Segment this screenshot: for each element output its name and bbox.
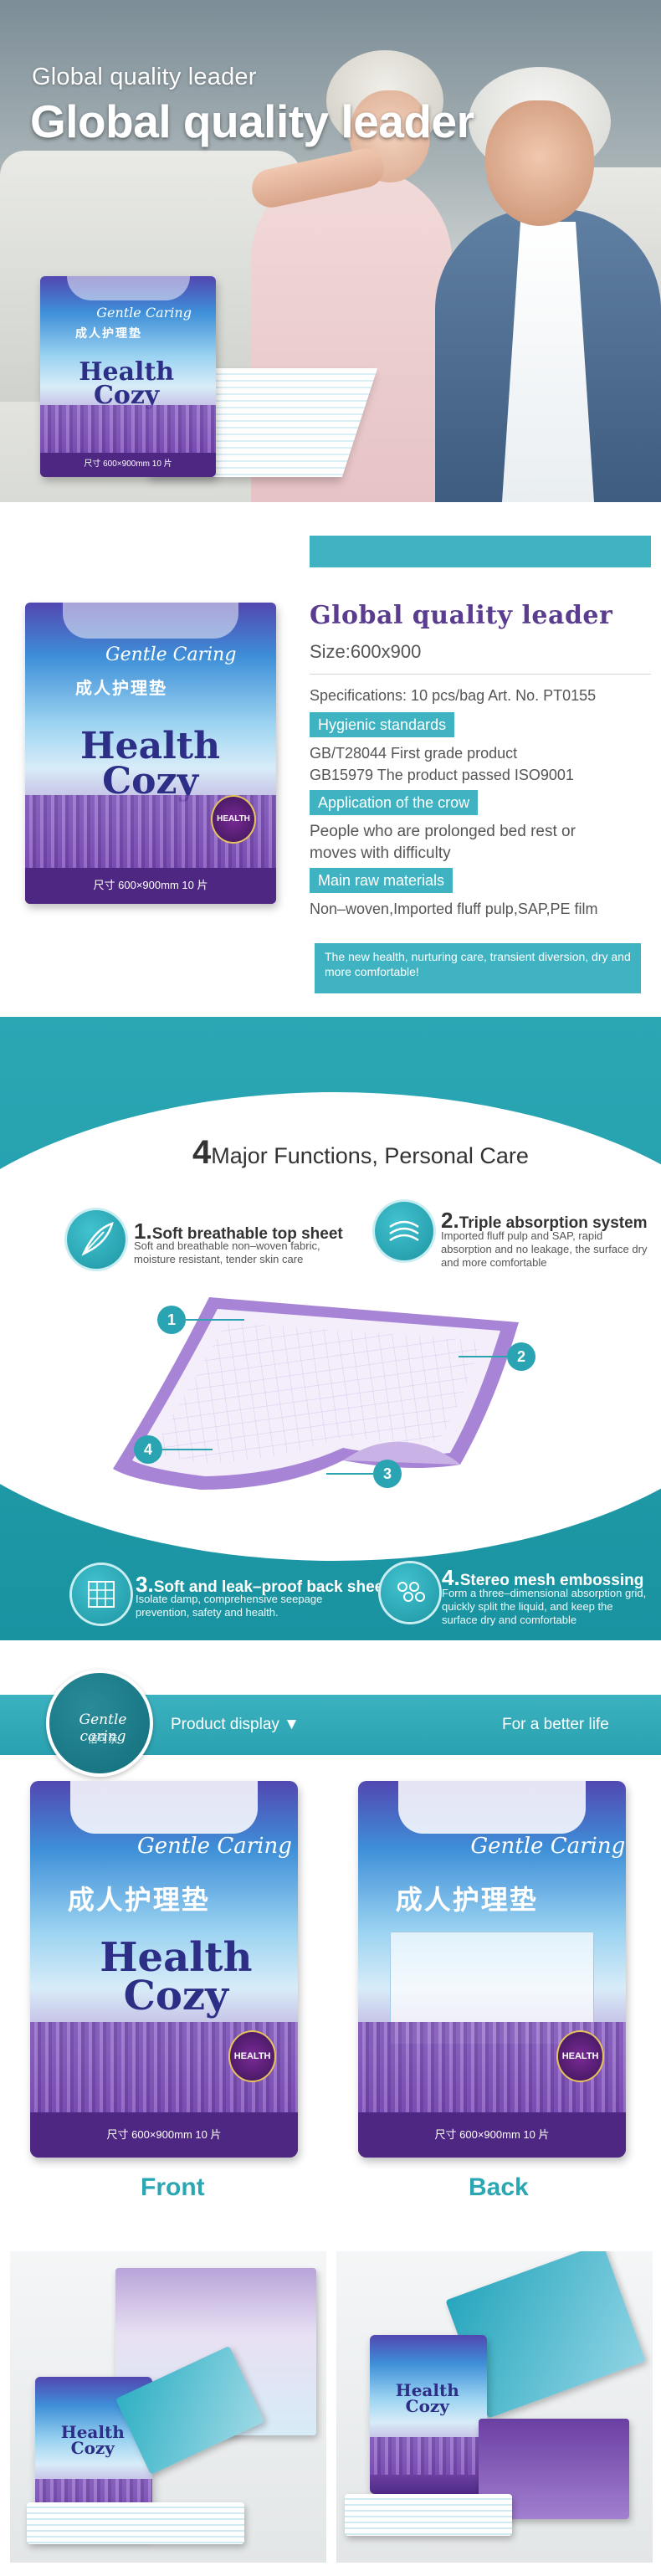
back-caption: Back: [469, 2173, 529, 2201]
package-brand: Gentle Caring: [96, 304, 192, 321]
callout-1: 1: [157, 1306, 186, 1334]
function-2-desc: Imported fluff pulp and SAP, rapid absor…: [441, 1229, 648, 1269]
application-line2: moves with difficulty: [310, 844, 451, 862]
function-1-desc: Soft and breathable non–woven fabric, mo…: [134, 1239, 320, 1265]
health-badge: HEALTH: [211, 795, 256, 844]
spec-specifications: Specifications: 10 pcs/bag Art. No. PT01…: [310, 687, 597, 704]
callout-line-2: [459, 1356, 507, 1357]
tag-application: Application of the crow: [310, 790, 479, 815]
package-line2: Cozy: [123, 1972, 229, 2019]
divider: [310, 674, 651, 675]
package-line2: Cozy: [70, 2438, 115, 2458]
package-name-cn: 成人护理垫: [67, 1885, 210, 1915]
callout-line-1: [186, 1319, 244, 1321]
application-line1: People who are prolonged bed rest or: [310, 823, 576, 840]
grid-icon: [72, 1565, 131, 1624]
slogan: For a better life: [502, 1716, 609, 1733]
tag-materials: Main raw materials: [310, 868, 453, 893]
package-logo-text: Health Cozy: [80, 725, 221, 803]
package-logo-text: Health Cozy: [100, 1934, 253, 2019]
package-brand: Gentle Caring: [137, 1834, 292, 1859]
hero-title-small: Global quality leader: [32, 64, 257, 90]
spec-note: The new health, nurturing care, transien…: [315, 943, 641, 993]
function-4-desc: Form a three–dimensional absorption grid…: [442, 1587, 647, 1626]
pad-stack-right: [345, 2494, 512, 2536]
front-package: Gentle Caring 成人护理垫 Health Cozy HEALTH 尺…: [30, 1781, 298, 2158]
package-name-cn: 成人护理垫: [75, 326, 142, 340]
materials: Non–woven,Imported fluff pulp,SAP,PE fil…: [310, 901, 598, 917]
functions-title: 4Major Functions, Personal Care: [192, 1134, 529, 1172]
tag-hygienic: Hygienic standards: [310, 712, 455, 737]
man-face: [485, 100, 594, 226]
front-caption: Front: [141, 2173, 205, 2201]
pad-illustration: [113, 1297, 519, 1490]
pad-stack-left: [27, 2502, 244, 2544]
lifestyle-photo-right: Health Cozy: [336, 2251, 653, 2563]
callout-2: 2: [507, 1342, 535, 1371]
logo-cn: 倍可亲: [87, 1733, 118, 1745]
hygienic-line2: GB15979 The product passed ISO9001: [310, 767, 574, 783]
package-line1: Health: [100, 1934, 253, 1981]
package-line2: Cozy: [93, 381, 160, 411]
spec-size: Size:600x900: [310, 641, 422, 662]
functions-title-text: Major Functions, Personal Care: [211, 1143, 529, 1168]
package-logo-text: Health Cozy: [60, 2422, 125, 2458]
callout-4: 4: [134, 1435, 162, 1464]
back-package: Gentle Caring 成人护理垫 HEALTH 尺寸 600×900mm …: [358, 1781, 626, 2158]
callout-line-4: [162, 1449, 213, 1450]
callout-line-3: [326, 1473, 373, 1475]
package-line1: Health: [60, 2422, 125, 2442]
package-spec: 尺寸 600×900mm 10 片: [358, 2112, 626, 2158]
package-brand: Gentle Caring: [105, 644, 237, 666]
mesh-icon: [381, 1563, 439, 1622]
package-spec: 尺寸 600×900mm 10 片: [40, 453, 216, 477]
brand-logo: Gentle caring 倍可亲: [46, 1670, 153, 1777]
package-line1: Health: [395, 2380, 459, 2400]
logo-brand: Gentle caring: [79, 1711, 127, 1745]
function-2-title: 2.Triple absorption system: [441, 1208, 648, 1233]
spec-header-bar: [310, 536, 651, 567]
function-3-title: 3.Soft and leak–proof back sheet: [136, 1572, 389, 1597]
product-display-label[interactable]: Product display ▼: [171, 1716, 300, 1733]
functions-title-num: 4: [192, 1134, 212, 1171]
feather-icon: [67, 1210, 126, 1269]
health-badge: HEALTH: [556, 2030, 605, 2082]
package-spec: 尺寸 600×900mm 10 片: [25, 867, 276, 904]
hero-package: Gentle Caring 成人护理垫 Health Cozy 尺寸 600×9…: [40, 276, 216, 477]
package-line1: Health: [80, 725, 221, 768]
spec-package: Gentle Caring 成人护理垫 Health Cozy HEALTH 尺…: [25, 603, 276, 904]
function-4-title: 4.Stereo mesh embossing: [442, 1565, 644, 1590]
package-spec: 尺寸 600×900mm 10 片: [30, 2112, 298, 2158]
lifestyle-photo-left: Health Cozy: [10, 2251, 326, 2563]
layers-icon: [375, 1202, 433, 1260]
package-brand: Gentle Caring: [470, 1834, 626, 1859]
package-name-cn: 成人护理垫: [395, 1885, 538, 1915]
hero-banner: Gentle Caring 成人护理垫 Health Cozy 尺寸 600×9…: [0, 0, 661, 502]
package-line2: Cozy: [102, 759, 199, 803]
package-line1: Health: [79, 357, 175, 387]
small-package-right: Health Cozy: [370, 2335, 487, 2494]
hero-title-large: Global quality leader: [30, 95, 474, 147]
function-1-title: 1.Soft breathable top sheet: [134, 1219, 343, 1244]
package-line2: Cozy: [405, 2396, 449, 2416]
package-logo-text: Health Cozy: [79, 357, 175, 411]
package-name-cn: 成人护理垫: [75, 680, 167, 699]
health-badge: HEALTH: [228, 2030, 277, 2082]
function-3-desc: Isolate damp, comprehensive seepage prev…: [136, 1593, 323, 1619]
callout-3: 3: [373, 1460, 402, 1488]
package-logo-text: Health Cozy: [395, 2380, 459, 2416]
hygienic-line1: GB/T28044 First grade product: [310, 745, 518, 762]
spec-title: Global quality leader: [310, 601, 613, 630]
